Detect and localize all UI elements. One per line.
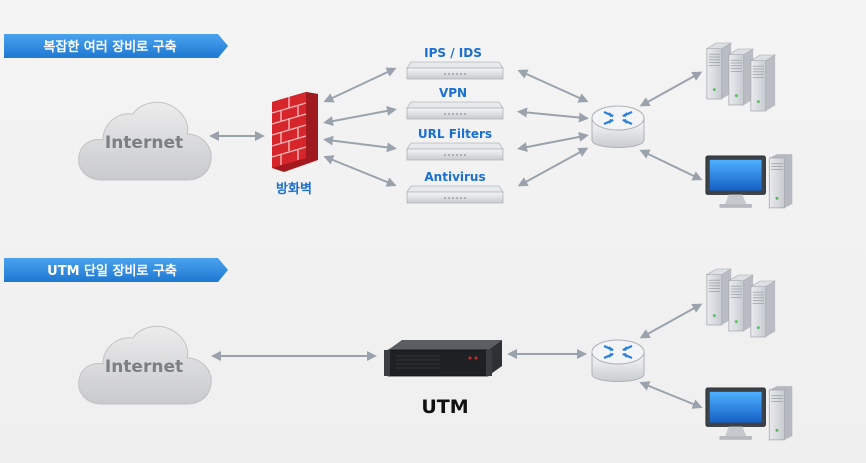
utm-label: UTM bbox=[421, 396, 468, 418]
server-icon bbox=[706, 42, 732, 100]
connectors-router-endpoints-2 bbox=[639, 303, 703, 409]
router-icon bbox=[590, 104, 646, 149]
internet-cloud-1: Internet bbox=[78, 101, 212, 181]
device-label-antivirus: Antivirus bbox=[424, 170, 485, 184]
internet-cloud-2: Internet bbox=[78, 325, 212, 405]
device-antivirus: Antivirus bbox=[406, 170, 504, 204]
connector-router-servers-2 bbox=[639, 303, 703, 339]
section-utm: UTM 단일 장비로 구축 Internet UTM bbox=[4, 258, 793, 441]
appliance-icon bbox=[406, 101, 504, 120]
firewall-icon bbox=[271, 92, 318, 172]
connector-antivirus-router bbox=[517, 147, 589, 187]
server-icon bbox=[728, 48, 754, 106]
connector-router-desktop-1 bbox=[639, 149, 703, 181]
connectors-firewall-devices bbox=[323, 67, 397, 187]
device-ips-ids: IPS / IDS bbox=[406, 46, 504, 80]
desktop-icon bbox=[705, 385, 793, 441]
banner-utm-title: UTM 단일 장비로 구축 bbox=[47, 263, 177, 279]
router-icon bbox=[590, 338, 646, 383]
section-complex: 복잡한 여러 장비로 구축 Internet bbox=[4, 34, 793, 209]
connectors-devices-router bbox=[517, 69, 589, 187]
server-group-1 bbox=[706, 42, 776, 112]
connector-router-servers-1 bbox=[639, 71, 703, 107]
connector-router-desktop-2 bbox=[639, 381, 703, 409]
device-label-ips-ids: IPS / IDS bbox=[424, 46, 482, 60]
banner-utm: UTM 단일 장비로 구축 bbox=[4, 258, 228, 282]
rack-appliance-icon bbox=[384, 340, 502, 377]
connectors-router-endpoints-1 bbox=[639, 71, 703, 181]
appliance-icon bbox=[406, 61, 504, 80]
device-vpn: VPN bbox=[406, 86, 504, 120]
firewall-label: 방화벽 bbox=[276, 181, 312, 197]
desktop-icon bbox=[705, 153, 793, 209]
internet-label-1: Internet bbox=[105, 133, 183, 153]
utm-appliance: UTM bbox=[384, 340, 502, 418]
device-url-filters: URL Filters bbox=[406, 127, 504, 161]
connector-vpn-router bbox=[517, 107, 589, 123]
connector-firewall-ips bbox=[323, 67, 397, 103]
server-icon bbox=[728, 274, 754, 332]
appliance-icon bbox=[406, 142, 504, 161]
appliance-icon bbox=[406, 185, 504, 204]
connector-url-router bbox=[517, 132, 589, 152]
internet-label-2: Internet bbox=[105, 357, 183, 377]
server-group-2 bbox=[706, 268, 776, 338]
firewall: 방화벽 bbox=[271, 92, 318, 197]
connector-firewall-url bbox=[323, 135, 397, 153]
server-icon bbox=[750, 54, 776, 112]
banner-complex: 복잡한 여러 장비로 구축 bbox=[4, 34, 228, 58]
connector-firewall-antivirus bbox=[323, 155, 397, 187]
connector-firewall-vpn bbox=[323, 106, 397, 126]
device-label-vpn: VPN bbox=[439, 86, 467, 100]
server-icon bbox=[706, 268, 732, 326]
connector-ips-router bbox=[517, 69, 589, 103]
server-icon bbox=[750, 280, 776, 338]
banner-complex-title: 복잡한 여러 장비로 구축 bbox=[43, 39, 176, 55]
device-label-url-filters: URL Filters bbox=[418, 127, 492, 141]
